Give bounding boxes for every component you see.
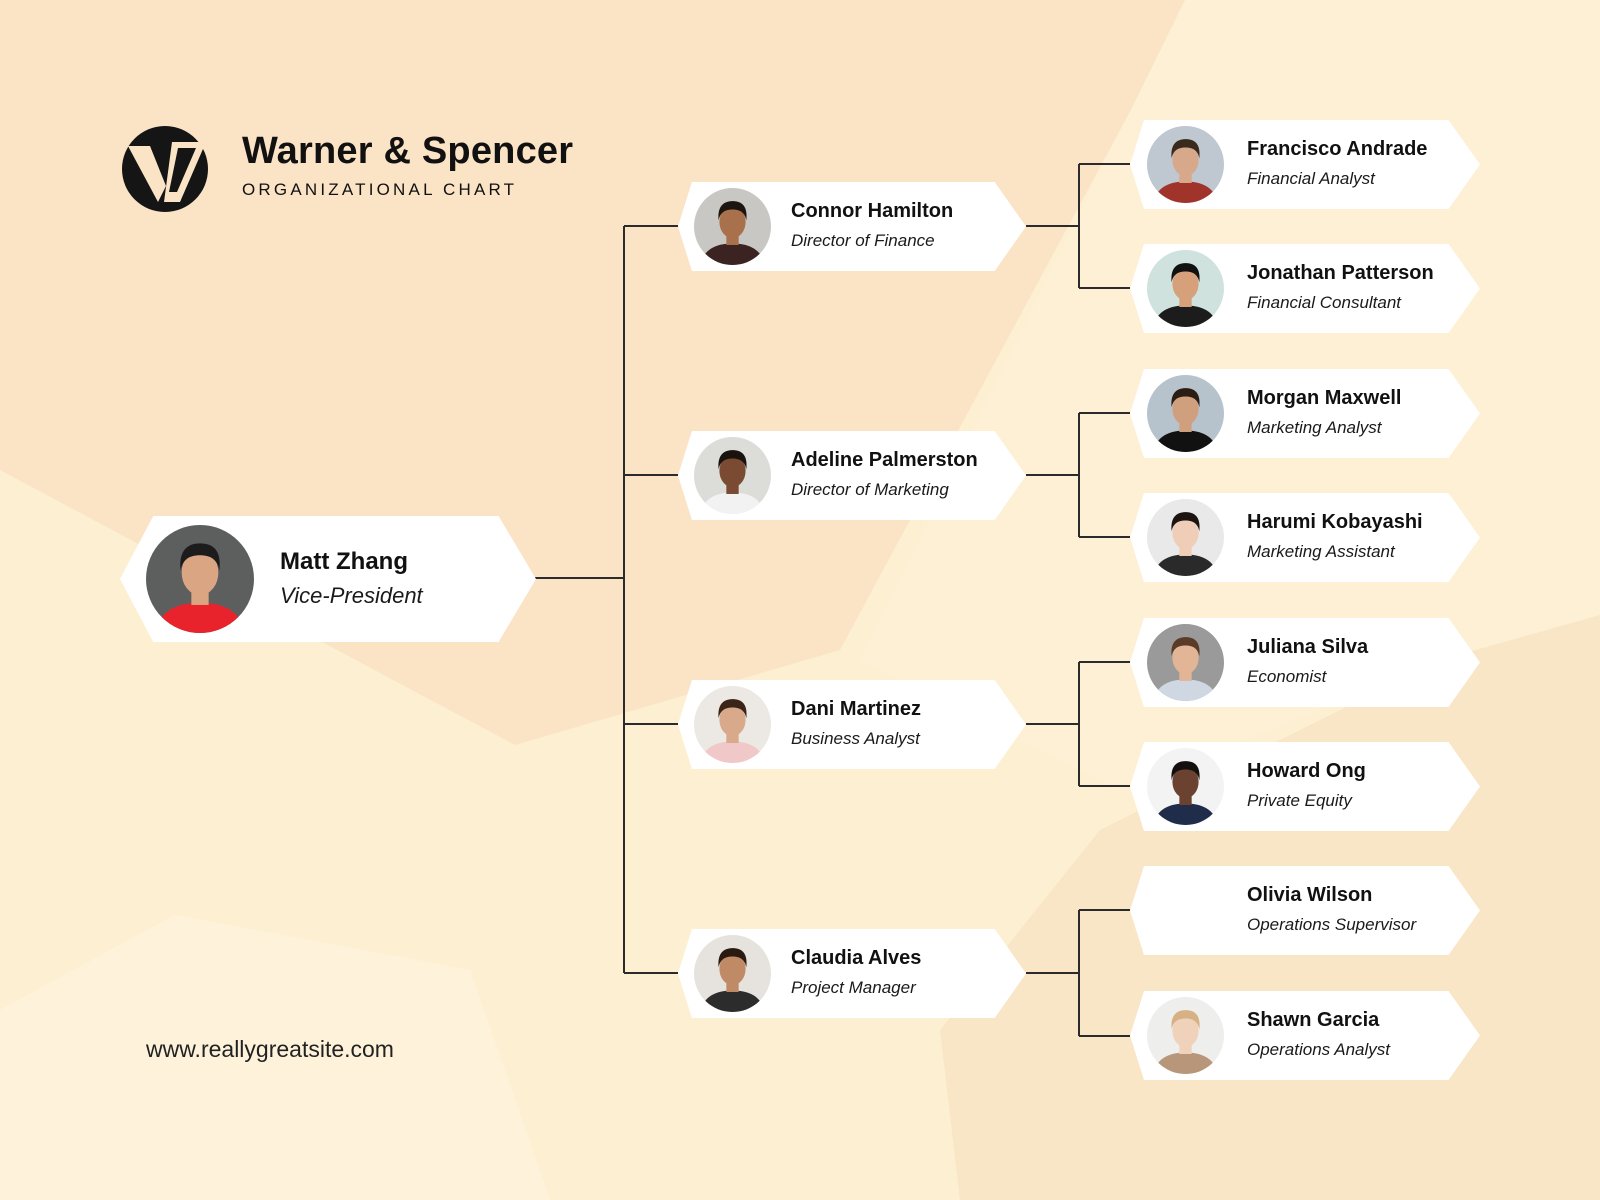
portrait-icon (1147, 375, 1224, 452)
person-role: Vice-President (280, 583, 423, 608)
vp-card[interactable]: Matt Zhang Vice-President (120, 516, 536, 642)
person-name: Howard Ong (1247, 760, 1366, 782)
connector-business (1026, 661, 1130, 787)
connector-vp-directors (535, 225, 678, 974)
staff-card[interactable]: Francisco Andrade Financial Analyst (1130, 120, 1480, 209)
person-role: Director of Marketing (791, 480, 949, 499)
person-role: Financial Consultant (1247, 293, 1402, 312)
portrait-icon (694, 686, 771, 763)
person-role: Business Analyst (791, 729, 920, 748)
avatar (694, 935, 771, 1012)
avatar (1147, 250, 1224, 327)
connector-projects (1026, 909, 1130, 1037)
portrait-icon (146, 525, 254, 633)
staff-card[interactable]: Howard Ong Private Equity (1130, 742, 1480, 831)
staff-card[interactable]: Jonathan Patterson Financial Consultant (1130, 244, 1480, 333)
person-name: Dani Martinez (791, 698, 922, 720)
portrait-icon (1147, 748, 1224, 825)
staff-card[interactable]: Juliana Silva Economist (1130, 618, 1480, 707)
avatar (1147, 375, 1224, 452)
person-name: Claudia Alves (791, 947, 922, 969)
person-name: Harumi Kobayashi (1247, 511, 1423, 533)
staff-card[interactable]: Olivia Wilson Operations Supervisor (1130, 866, 1480, 955)
person-role: Marketing Assistant (1247, 542, 1395, 561)
avatar (1147, 499, 1224, 576)
logo-icon (122, 126, 208, 212)
portrait-icon (1147, 624, 1224, 701)
portrait-icon (694, 437, 771, 514)
staff-card[interactable]: Shawn Garcia Operations Analyst (1130, 991, 1480, 1080)
avatar (694, 686, 771, 763)
person-name: Olivia Wilson (1247, 884, 1373, 906)
person-role: Financial Analyst (1247, 169, 1375, 188)
director-card-projects[interactable]: Claudia Alves Project Manager (678, 929, 1026, 1018)
connector-finance (1026, 163, 1130, 289)
portrait-icon (694, 188, 771, 265)
person-role: Private Equity (1247, 791, 1352, 810)
person-name: Connor Hamilton (791, 200, 954, 222)
person-role: Economist (1247, 667, 1327, 686)
person-name: Juliana Silva (1247, 636, 1369, 658)
person-name: Francisco Andrade (1247, 138, 1428, 160)
person-role: Operations Analyst (1247, 1040, 1390, 1059)
brand-title: Warner & Spencer (242, 130, 574, 172)
portrait-icon (1147, 250, 1224, 327)
connector-marketing (1026, 412, 1130, 538)
website-url[interactable]: www.reallygreatsite.com (146, 1036, 394, 1062)
person-name: Jonathan Patterson (1247, 262, 1434, 284)
portrait-icon (694, 935, 771, 1012)
director-card-marketing[interactable]: Adeline Palmerston Director of Marketing (678, 431, 1026, 520)
avatar (1147, 624, 1224, 701)
director-card-business[interactable]: Dani Martinez Business Analyst (678, 680, 1026, 769)
portrait-icon (1147, 997, 1224, 1074)
avatar (1147, 748, 1224, 825)
avatar (146, 525, 254, 633)
person-name: Matt Zhang (280, 548, 408, 575)
person-role: Marketing Analyst (1247, 418, 1382, 437)
person-name: Shawn Garcia (1247, 1009, 1380, 1031)
person-role: Operations Supervisor (1247, 915, 1417, 934)
avatar (694, 437, 771, 514)
portrait-icon (1147, 499, 1224, 576)
avatar (694, 188, 771, 265)
person-role: Project Manager (791, 978, 916, 997)
staff-card[interactable]: Morgan Maxwell Marketing Analyst (1130, 369, 1480, 458)
brand-subtitle: ORGANIZATIONAL CHART (242, 180, 518, 199)
person-name: Adeline Palmerston (791, 449, 978, 471)
avatar (1147, 997, 1224, 1074)
staff-card[interactable]: Harumi Kobayashi Marketing Assistant (1130, 493, 1480, 582)
person-name: Morgan Maxwell (1247, 387, 1402, 409)
avatar (1147, 126, 1224, 203)
portrait-icon (1147, 126, 1224, 203)
director-card-finance[interactable]: Connor Hamilton Director of Finance (678, 182, 1026, 271)
person-role: Director of Finance (791, 231, 935, 250)
